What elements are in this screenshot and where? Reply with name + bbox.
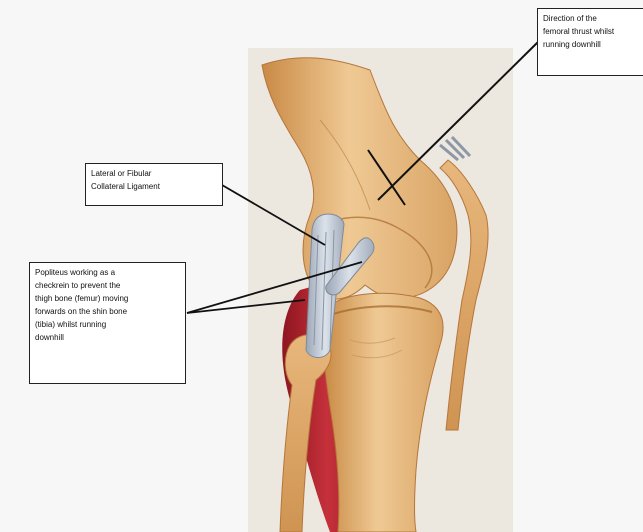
label-popliteus: Popliteus working as a checkrein to prev… [29, 262, 186, 384]
label-lateral-collateral-ligament: Lateral or Fibular Collateral Ligament [85, 163, 223, 206]
label-femoral-thrust: Direction of the femoral thrust whilst r… [537, 8, 643, 76]
